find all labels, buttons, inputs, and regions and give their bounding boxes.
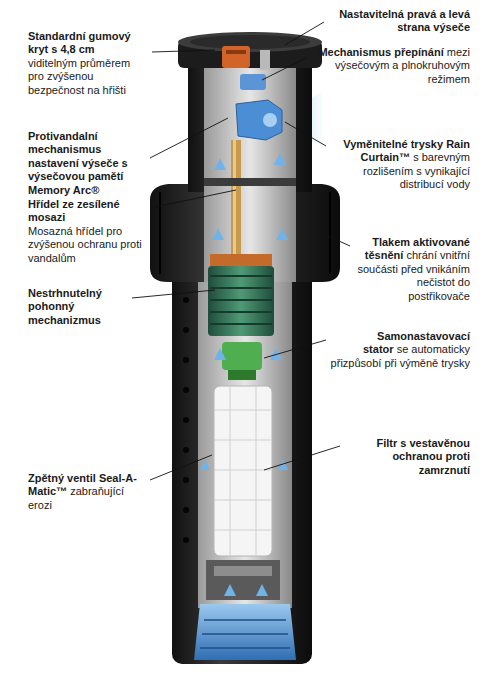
callout: Standardní gumový kryt s 4,8 cmviditelný… <box>28 30 148 97</box>
callout-heading: Nastavitelná pravá a levá strana výseče <box>339 8 470 33</box>
callout: Samonastavovací statorse automaticky při… <box>330 330 470 370</box>
callout: Filtr s vestavěnou ochranou proti zamrzn… <box>344 437 470 477</box>
callout-heading: Protivandalní mechanismus nastavení výse… <box>28 130 128 196</box>
callout: Mechanismus přepínánímezi výsečovým a pl… <box>310 46 470 86</box>
callout-text: se automaticky přizpůsobí při výměně try… <box>331 343 470 368</box>
callout-heading: Filtr s vestavěnou ochranou proti zamrzn… <box>376 437 470 476</box>
callout: Zpětný ventil Seal-A-Matic™zabraňující e… <box>28 472 146 512</box>
callout: Protivandalní mechanismus nastavení výse… <box>28 130 146 197</box>
callout-heading: Hřídel ze zesílené mosazi <box>28 198 146 225</box>
callout: Nestrhnutelný pohonný mechanizmus <box>28 287 128 327</box>
callout: Hřídel ze zesílené mosaziMosazná hřídel … <box>28 198 146 265</box>
callout-text: viditelným průměrem pro zvýšenou bezpečn… <box>28 57 148 97</box>
callout-text: Mosazná hřídel pro zvýšenou ochranu prot… <box>28 225 146 265</box>
callout: Nastavitelná pravá a levá strana výseče <box>328 8 470 35</box>
callout-heading: Mechanismus přepínání <box>318 46 443 58</box>
callout-heading: Standardní gumový kryt s 4,8 cm <box>28 30 148 57</box>
callout: Vyměnitelné trysky Rain Curtain™s barevn… <box>330 138 470 192</box>
callout-heading: Nestrhnutelný pohonný mechanizmus <box>28 287 102 326</box>
callout: Tlakem aktivované těsněníchrání vnitřní … <box>354 236 470 303</box>
